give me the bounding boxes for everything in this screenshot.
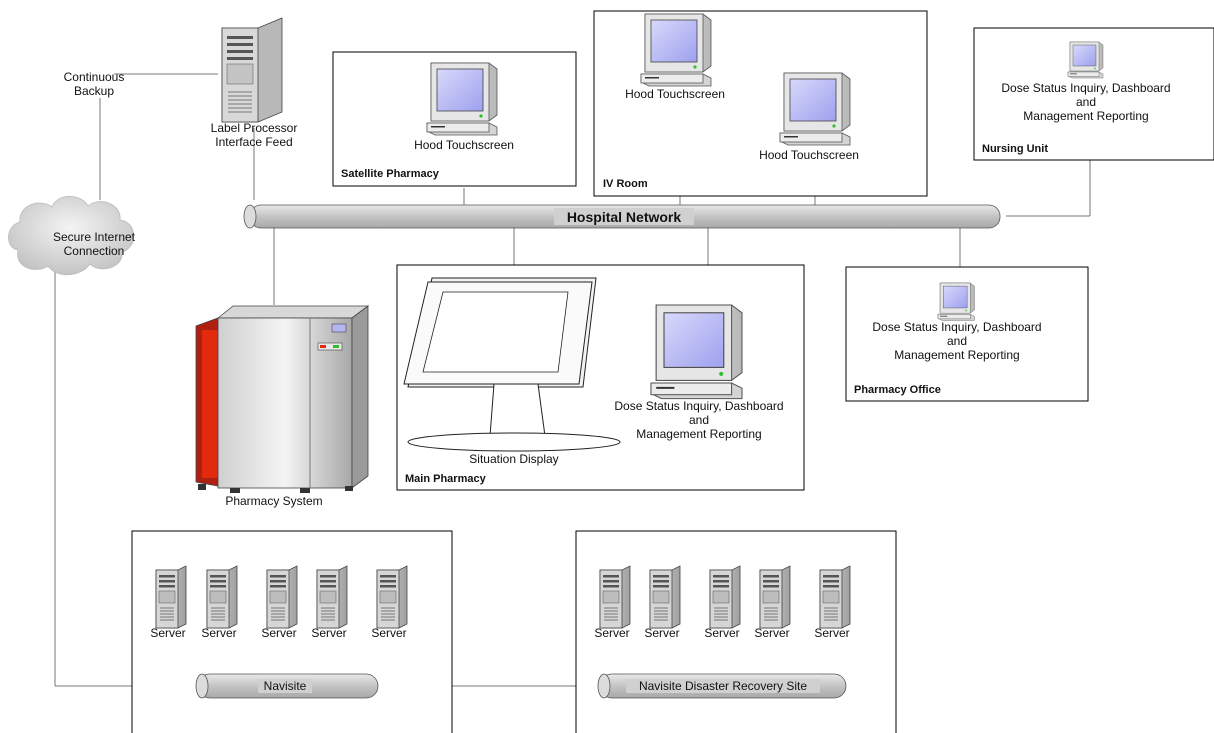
- label-processor-server-icon: [221, 17, 283, 123]
- main-line3: Management Reporting: [636, 427, 761, 441]
- server-icon: [709, 565, 741, 629]
- internet-line1: Secure Internet: [53, 230, 136, 244]
- pharmacy-system-label: Pharmacy System: [225, 494, 322, 508]
- main-pharmacy-title: Main Pharmacy: [405, 473, 487, 485]
- satellite-device-label: Hood Touchscreen: [414, 138, 514, 152]
- server-label: Server: [814, 626, 849, 640]
- backup-line2: Backup: [74, 84, 114, 98]
- pharmacy-system-icon: [195, 305, 370, 493]
- hospital-network-pipe: Hospital Network: [243, 204, 1001, 229]
- hood-touchscreen-icon: [779, 72, 851, 146]
- nursing-line2: and: [1076, 95, 1096, 109]
- navisite-dr-label: Navisite Disaster Recovery Site: [639, 679, 807, 693]
- server-label: Server: [754, 626, 789, 640]
- iv-room-title: IV Room: [603, 178, 648, 190]
- server-icon: [316, 565, 348, 629]
- office-line2: and: [947, 334, 967, 348]
- server-icon: [206, 565, 238, 629]
- server-icon: [266, 565, 298, 629]
- server-label: Server: [371, 626, 406, 640]
- office-line3: Management Reporting: [894, 348, 1019, 362]
- hood-touchscreen-icon: [426, 62, 498, 136]
- backup-line1: Continuous: [64, 70, 125, 84]
- label-processor-line2: Interface Feed: [215, 135, 292, 149]
- server-icon: [819, 565, 851, 629]
- server-label: Server: [311, 626, 346, 640]
- server-label: Server: [150, 626, 185, 640]
- office-line1: Dose Status Inquiry, Dashboard: [872, 320, 1041, 334]
- server-label: Server: [704, 626, 739, 640]
- navisite-dr-pipe: Navisite Disaster Recovery Site: [597, 673, 847, 699]
- satellite-pharmacy-title: Satellite Pharmacy: [341, 168, 440, 180]
- server-icon: [376, 565, 408, 629]
- iv-room-box: [593, 10, 928, 197]
- workstation-icon: [650, 304, 743, 400]
- server-label: Server: [594, 626, 629, 640]
- situation-display-label: Situation Display: [469, 452, 558, 466]
- situation-display-icon: [403, 277, 621, 452]
- server-label: Server: [644, 626, 679, 640]
- main-line1: Dose Status Inquiry, Dashboard: [614, 399, 783, 413]
- server-label: Server: [201, 626, 236, 640]
- server-icon: [155, 565, 187, 629]
- hospital-network-label: Hospital Network: [567, 209, 682, 225]
- workstation-icon: [1067, 41, 1104, 79]
- pharmacy-office-title: Pharmacy Office: [854, 384, 941, 396]
- main-line2: and: [689, 413, 709, 427]
- internet-cloud-icon: [8, 195, 135, 276]
- internet-line2: Connection: [64, 244, 125, 258]
- nursing-line3: Management Reporting: [1023, 109, 1148, 123]
- nursing-unit-title: Nursing Unit: [982, 143, 1048, 155]
- server-label: Server: [261, 626, 296, 640]
- workstation-icon: [937, 282, 975, 321]
- server-icon: [649, 565, 681, 629]
- iv-device1-label: Hood Touchscreen: [625, 87, 725, 101]
- navisite-pipe: Navisite: [195, 673, 379, 699]
- server-icon: [599, 565, 631, 629]
- nursing-line1: Dose Status Inquiry, Dashboard: [1001, 81, 1170, 95]
- hood-touchscreen-icon: [640, 13, 712, 87]
- server-icon: [759, 565, 791, 629]
- iv-device2-label: Hood Touchscreen: [759, 148, 859, 162]
- label-processor-line1: Label Processor: [211, 121, 298, 135]
- navisite-label: Navisite: [264, 679, 307, 693]
